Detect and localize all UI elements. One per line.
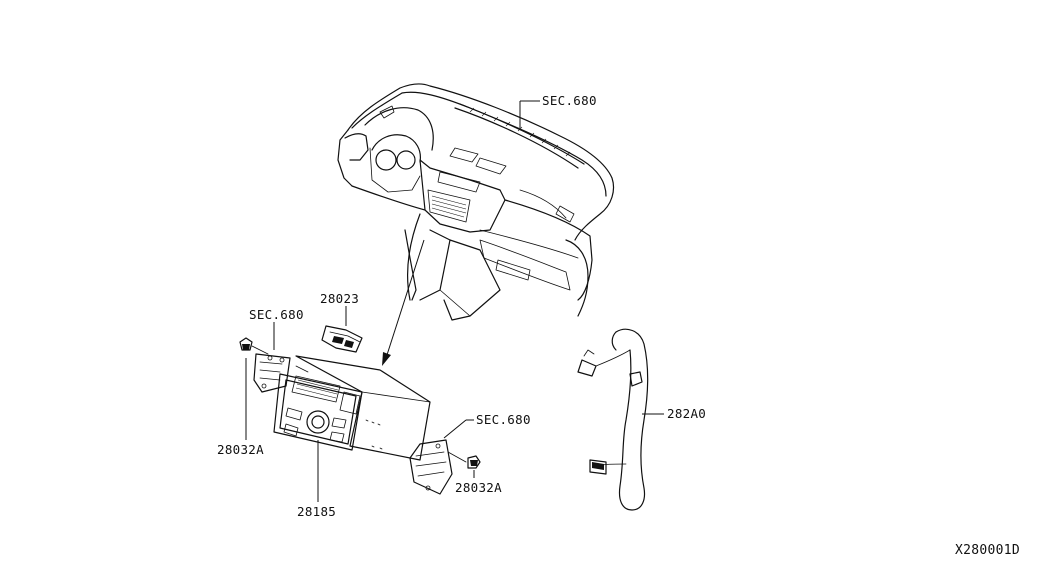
antenna-feeder-282a0 bbox=[577, 328, 649, 511]
label-part-28032a-right: 28032A bbox=[455, 480, 502, 495]
label-part-28032a-left: 28032A bbox=[217, 442, 264, 457]
leader-lines bbox=[245, 100, 664, 502]
dashboard-illustration bbox=[337, 83, 615, 321]
drawing-number: X280001D bbox=[955, 543, 1021, 558]
install-arrow bbox=[382, 239, 425, 366]
head-unit-28185 bbox=[273, 355, 431, 461]
right-bracket bbox=[409, 439, 467, 495]
left-screw bbox=[239, 337, 269, 355]
label-part-28185: 28185 bbox=[297, 504, 337, 519]
part-28023-switch bbox=[321, 325, 363, 353]
label-part-282a0: 282A0 bbox=[667, 406, 707, 421]
right-screw bbox=[467, 455, 481, 469]
left-bracket bbox=[253, 353, 291, 393]
label-sec680-left: SEC.680 bbox=[249, 307, 304, 322]
label-sec680-right: SEC.680 bbox=[476, 412, 531, 427]
label-sec680-dashboard: SEC.680 bbox=[542, 93, 597, 108]
label-part-28023: 28023 bbox=[320, 291, 360, 306]
